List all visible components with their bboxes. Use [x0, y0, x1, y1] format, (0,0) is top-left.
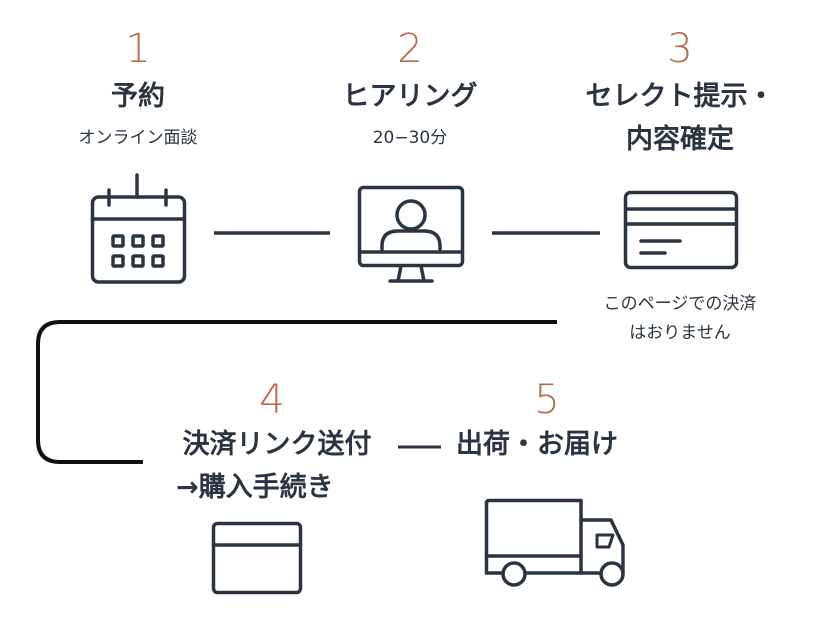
delivery-truck-icon [484, 498, 625, 587]
browser-window-icon [211, 521, 303, 595]
step-2-subtitle: 20−30分 [372, 128, 448, 148]
step-5-title: 出荷・お届け [456, 429, 618, 460]
step-1-title: 予約 [111, 81, 165, 112]
connector-3-4-bracket [36, 320, 557, 464]
calendar-icon [90, 173, 187, 284]
step-3-title-line1: セレクト提示・ [585, 81, 775, 112]
step-4-title: 決済リンク送付 [182, 429, 372, 460]
step-3-title-line2: 内容確定 [626, 124, 734, 155]
step-1-number: 1 [125, 26, 151, 72]
step-3-number: 3 [667, 26, 693, 72]
step-5-number: 5 [534, 377, 560, 423]
video-call-monitor-icon [357, 185, 465, 283]
step-2-number: 2 [397, 26, 423, 72]
step-3-note-line1: このページでの決済 [603, 294, 757, 314]
step-3-note-line2: はおりません [629, 323, 731, 343]
step-2-title: ヒアリング [342, 81, 478, 112]
step-1-subtitle: オンライン面談 [78, 128, 198, 148]
credit-card-icon [623, 190, 739, 270]
step-4-subtitle: →購入手続き [176, 472, 334, 503]
step-4-number: 4 [259, 377, 285, 423]
